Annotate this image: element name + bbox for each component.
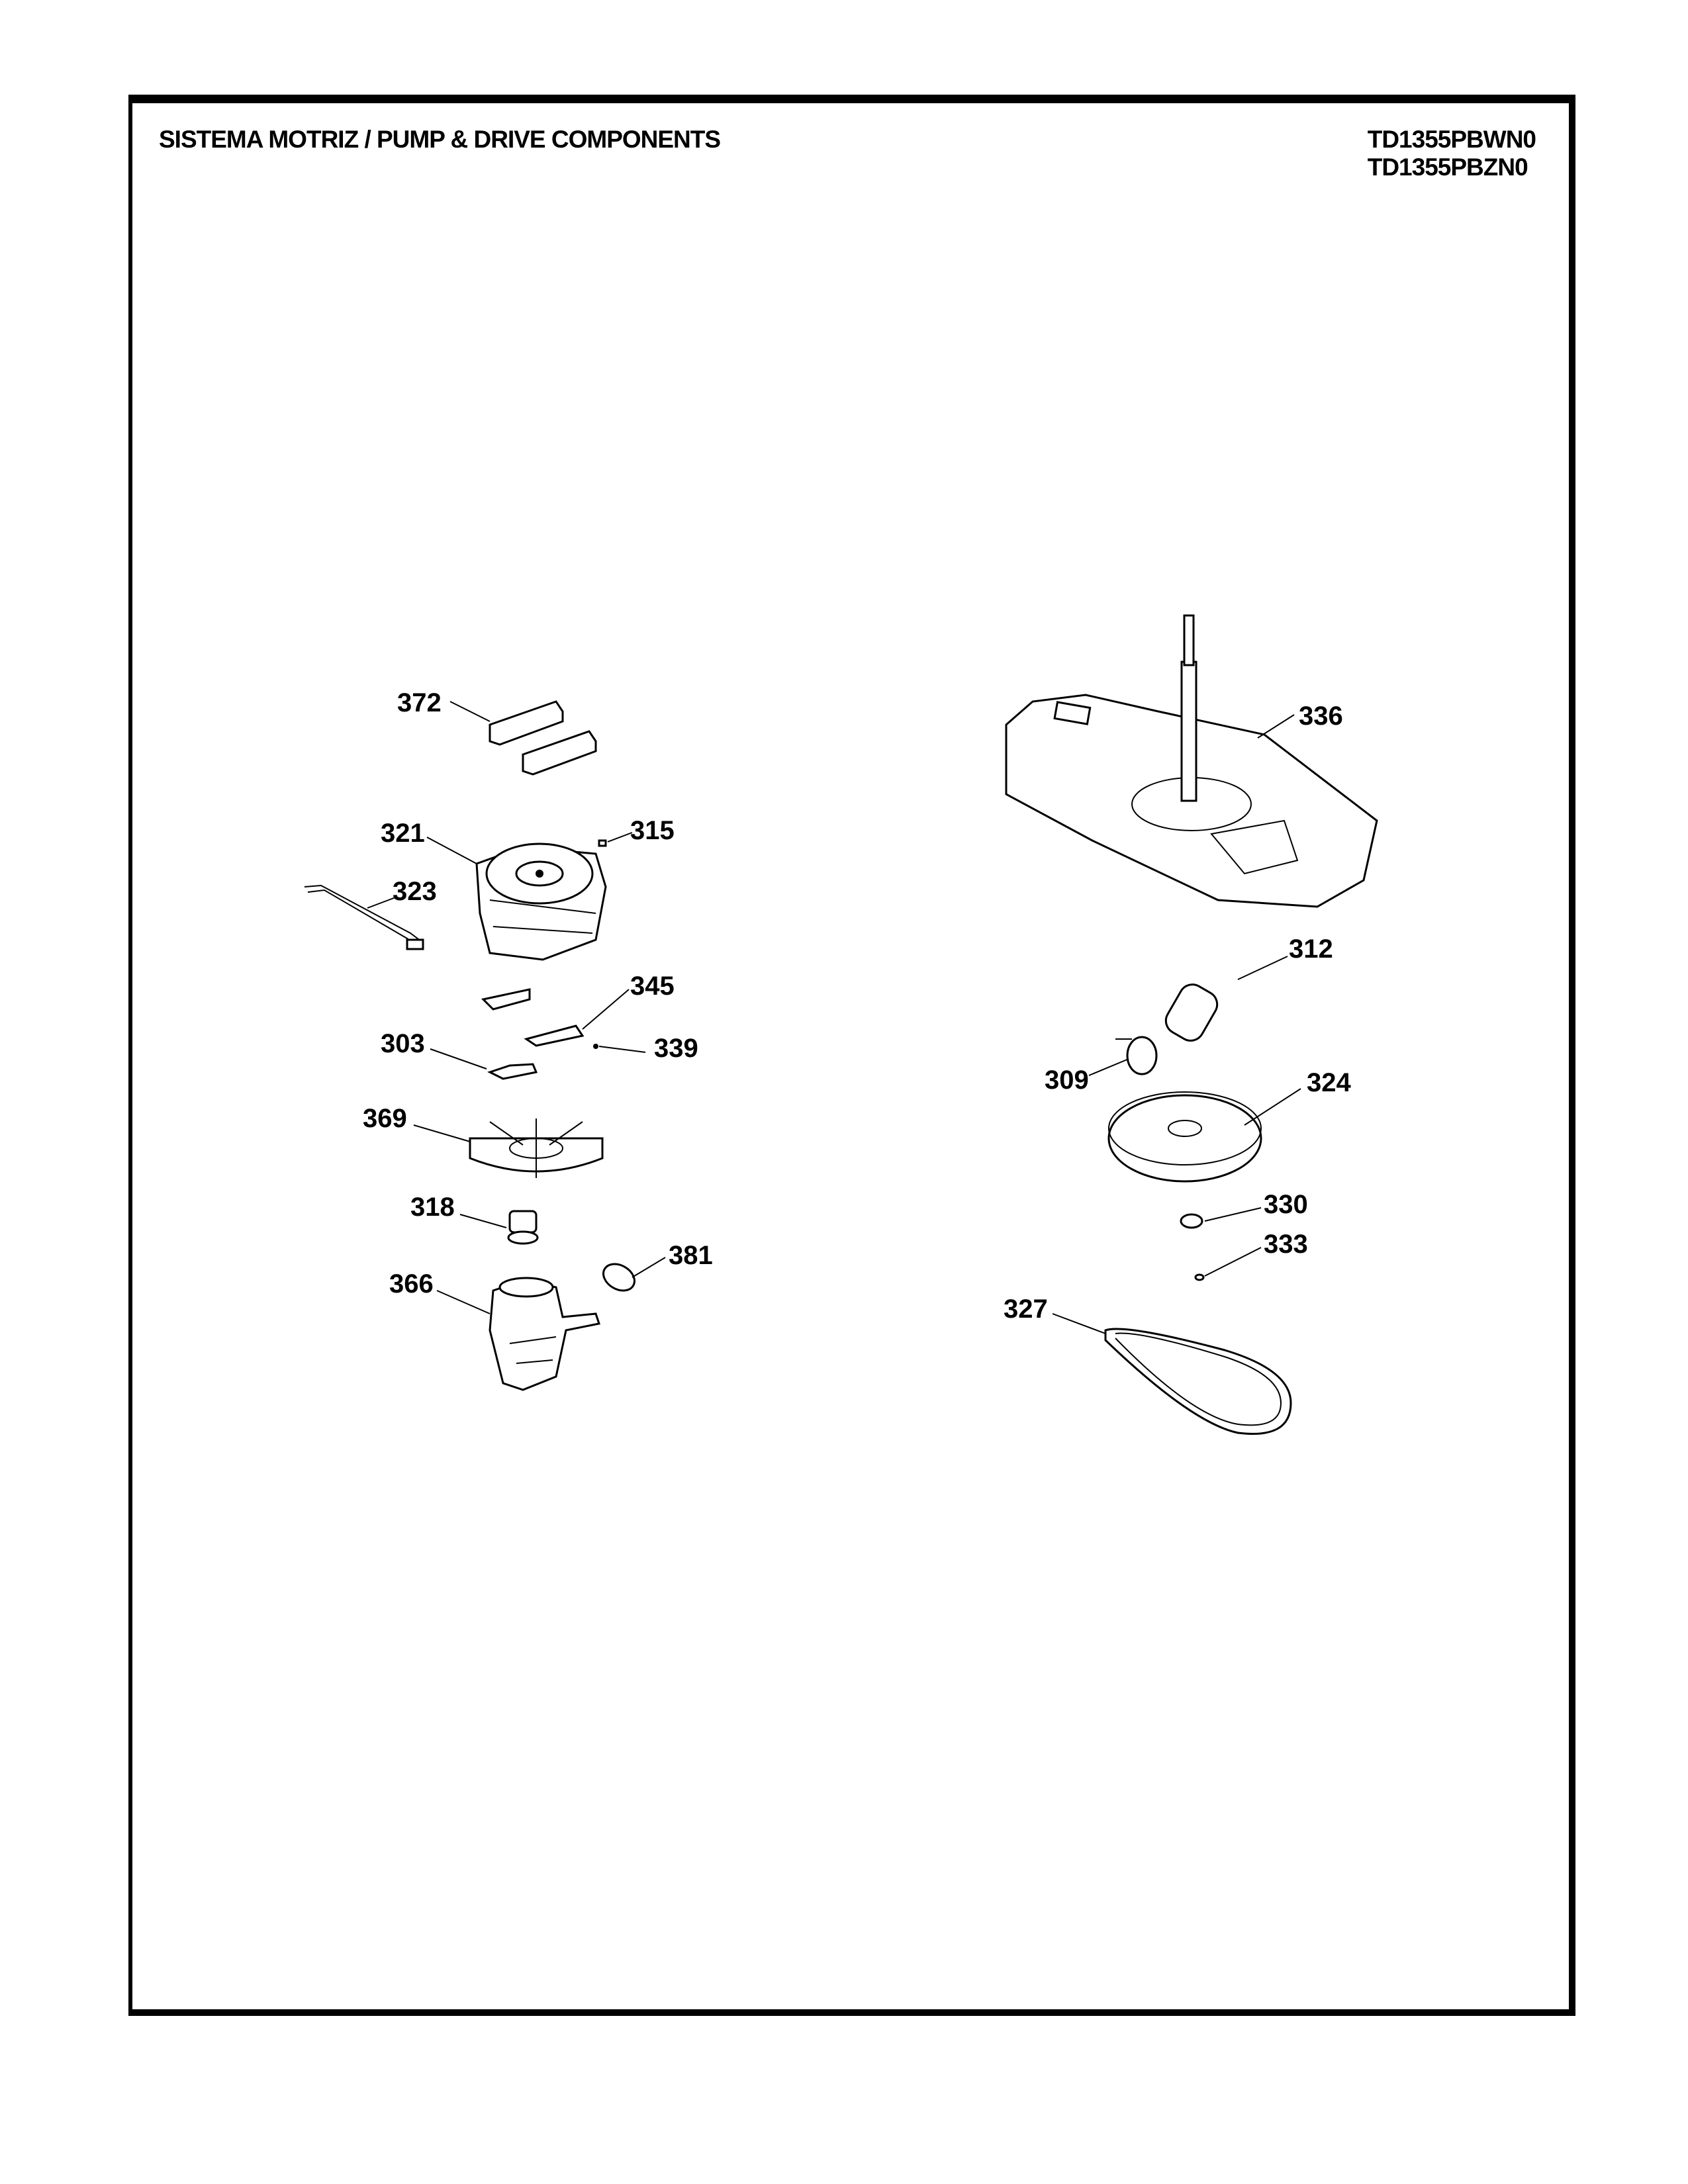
callout-303: 303 — [381, 1029, 425, 1058]
model-number: TD1355PBZN0 — [1367, 154, 1528, 181]
callout-327: 327 — [1004, 1295, 1048, 1324]
page-title: SISTEMA MOTRIZ / PUMP & DRIVE COMPONENTS — [159, 126, 721, 153]
part-324-pulley[interactable] — [1107, 1091, 1262, 1183]
callout-315: 315 — [630, 816, 675, 845]
callout-339: 339 — [654, 1034, 698, 1063]
part-330-washer[interactable] — [1180, 1213, 1203, 1229]
part-345-pads[interactable] — [481, 988, 585, 1047]
model-numbers: TD1355PBWN0 TD1355PBZN0 — [1368, 126, 1536, 181]
callout-372: 372 — [397, 688, 442, 717]
part-323-harness[interactable] — [304, 884, 424, 950]
callout-366: 366 — [389, 1269, 434, 1298]
callout-318: 318 — [410, 1193, 455, 1222]
callout-333: 333 — [1264, 1230, 1308, 1259]
part-327-belt[interactable] — [1104, 1328, 1292, 1435]
part-312-capacitor[interactable] — [1161, 979, 1222, 1045]
part-315-clip[interactable] — [598, 839, 607, 847]
part-339-ball[interactable] — [593, 1044, 598, 1049]
leader-lines — [367, 701, 1301, 1334]
callout-330: 330 — [1264, 1190, 1308, 1219]
part-321-motor[interactable] — [475, 842, 607, 961]
callout-312: 312 — [1289, 934, 1333, 964]
callout-381: 381 — [669, 1241, 713, 1270]
part-366-pump[interactable] — [489, 1277, 600, 1391]
callout-345: 345 — [630, 972, 675, 1001]
callout-369: 369 — [363, 1104, 407, 1133]
callout-323: 323 — [393, 877, 437, 906]
part-381-clamp[interactable] — [598, 1259, 639, 1296]
callout-324: 324 — [1307, 1068, 1351, 1097]
part-303-bracket[interactable] — [487, 1063, 538, 1080]
model-number: TD1355PBWN0 — [1367, 126, 1536, 153]
part-318-seal[interactable] — [507, 1210, 539, 1245]
part-336-base-plate[interactable] — [1005, 614, 1378, 908]
part-369-fan[interactable] — [469, 1118, 604, 1178]
page-border — [128, 95, 1575, 2016]
callout-321: 321 — [381, 819, 425, 848]
callout-309: 309 — [1045, 1066, 1089, 1095]
part-372-bearings[interactable] — [489, 700, 597, 776]
part-309-strap[interactable] — [1115, 1036, 1158, 1075]
part-333-ring[interactable] — [1194, 1273, 1205, 1281]
callout-336: 336 — [1299, 702, 1343, 731]
